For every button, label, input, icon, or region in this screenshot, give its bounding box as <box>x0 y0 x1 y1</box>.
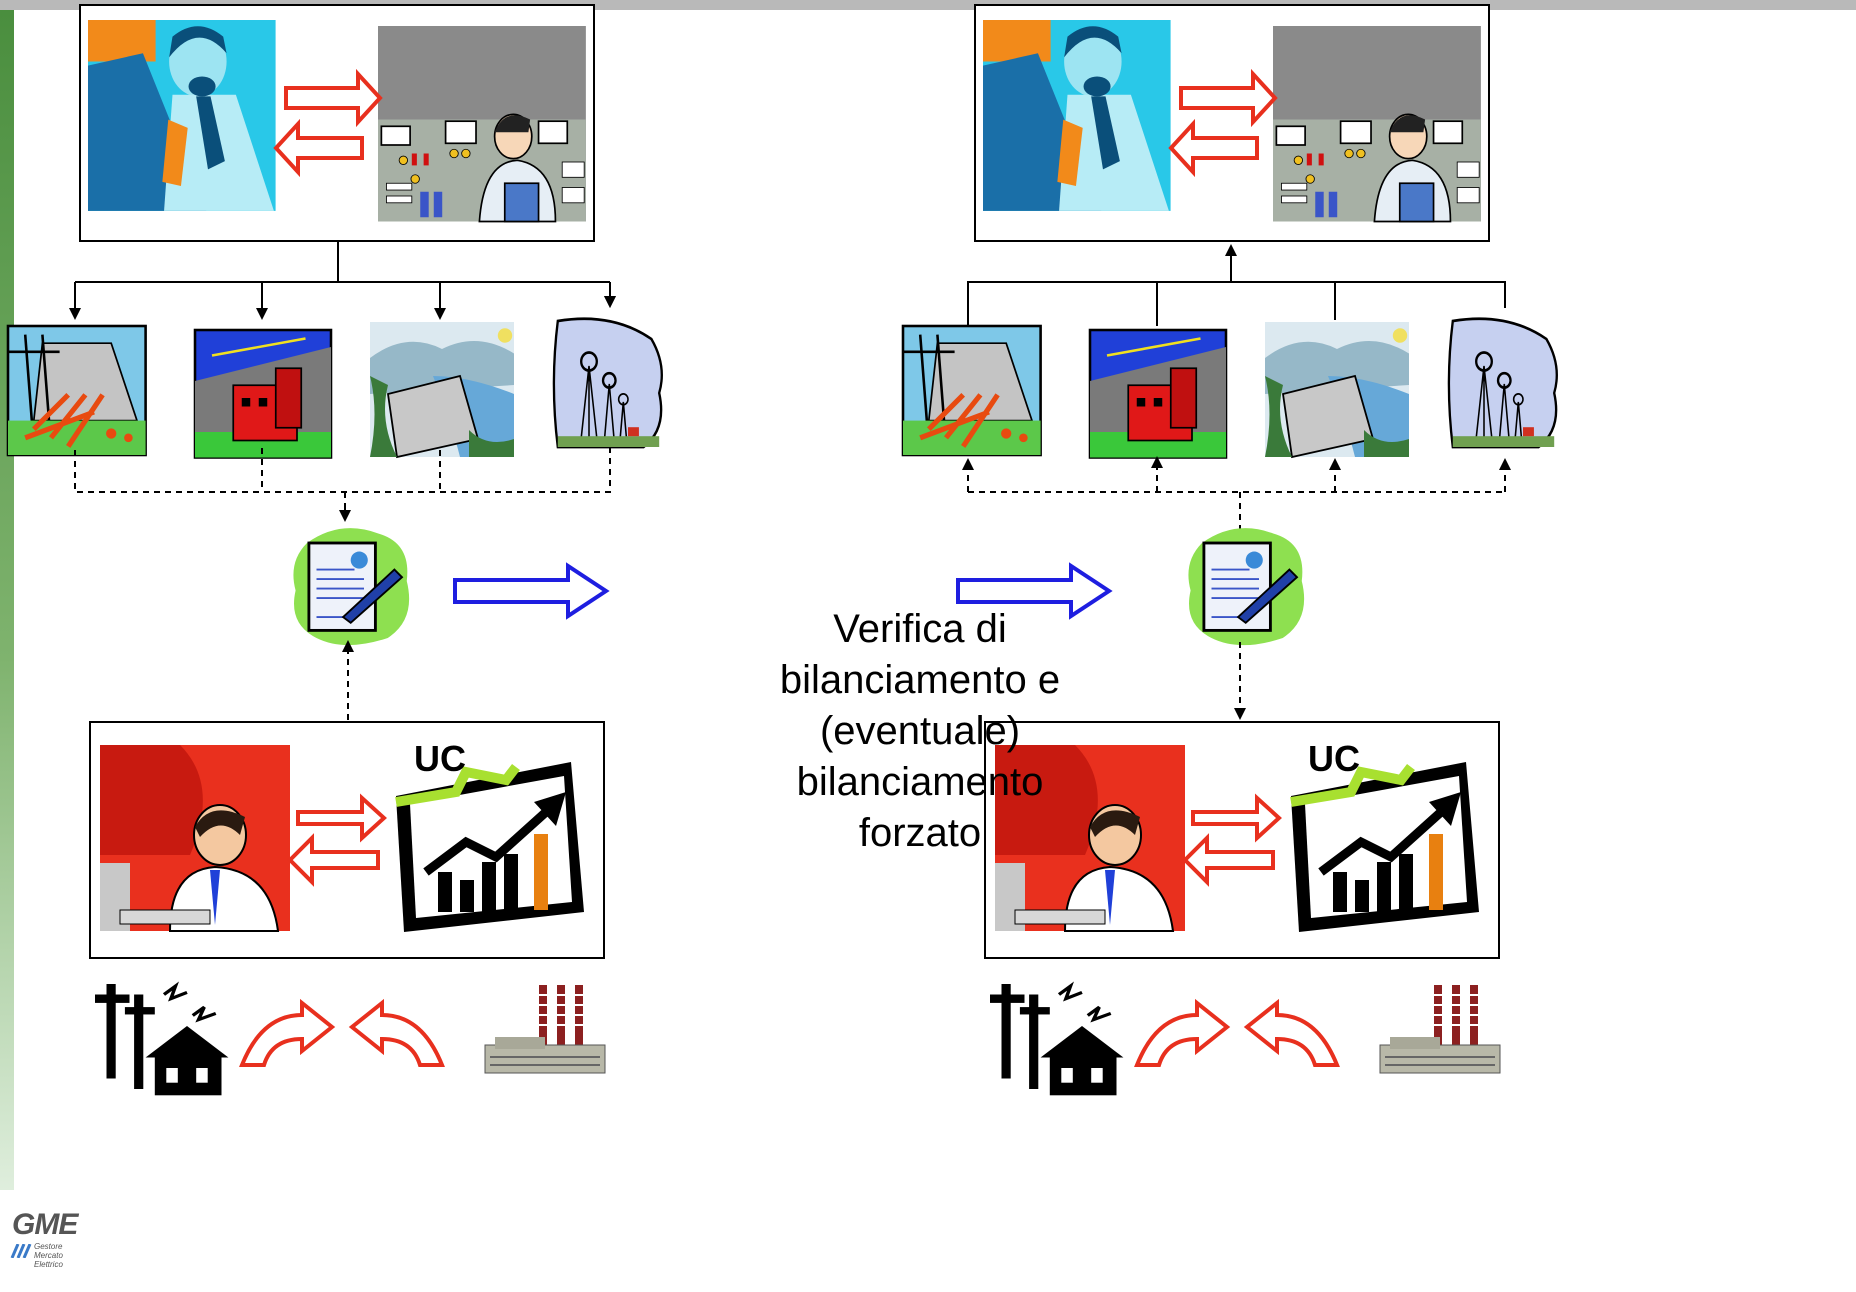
left-uc-label: UC <box>414 738 466 779</box>
right-arrow-to-trader <box>1168 118 1259 178</box>
caption-line-2: bilanciamento e <box>779 658 1061 702</box>
contract-icon-right <box>1187 526 1306 647</box>
power-plant-icon <box>8 326 146 455</box>
logo-name: Gestore Mercato Elettrico <box>34 1242 63 1269</box>
control-room-icon-right <box>1272 25 1482 223</box>
right-uc-label: UC <box>1308 738 1360 779</box>
call-center-icon <box>99 744 291 932</box>
center-caption: Verifica di bilanciamento e (eventuale) … <box>740 604 1100 859</box>
sidebar-green-strip <box>0 10 14 1190</box>
caption-line-5: forzato <box>858 811 982 855</box>
logo-swoosh-icon <box>10 1244 32 1258</box>
right-uc-arrow-left <box>1182 833 1275 887</box>
blue-arrow-left <box>453 562 610 620</box>
curved-red-arrows-right <box>1135 1001 1339 1067</box>
dam-icon <box>369 321 515 458</box>
trader-icon <box>88 20 276 211</box>
right-dashed-distribute <box>968 491 1505 530</box>
logo-name-line-1: Gestore <box>34 1242 63 1251</box>
logo-name-line-3: Elettrico <box>34 1260 63 1269</box>
left-arrow-to-trader <box>273 118 364 178</box>
trader-icon-right <box>983 20 1171 211</box>
caption-line-4: bilanciamento <box>796 760 1044 804</box>
caption-line-1: Verifica di <box>833 607 1007 651</box>
house-power-icon <box>193 328 333 459</box>
windmill-icon <box>552 317 664 449</box>
left-dashed-collect <box>74 448 611 516</box>
factory-icon-right <box>1379 984 1501 1074</box>
right-arrow-to-control <box>1179 68 1278 128</box>
curved-red-arrows <box>240 1001 444 1067</box>
factory-icon <box>484 984 606 1074</box>
house-power-icon-right <box>1088 328 1228 459</box>
contract-icon <box>292 526 411 647</box>
dam-icon-right <box>1264 321 1410 458</box>
control-room-icon <box>377 25 587 223</box>
pylon-house-icon <box>93 982 231 1098</box>
right-tree-lines <box>967 281 1506 326</box>
right-uc-arrow-right <box>1191 793 1282 843</box>
left-arrow-to-control <box>284 68 383 128</box>
pylon-house-icon-right <box>988 982 1126 1098</box>
left-tree-lines <box>74 241 610 318</box>
caption-line-3: (eventuale) <box>819 709 1021 753</box>
top-grey-bar <box>0 0 1856 10</box>
left-uc-arrow-right <box>296 793 387 843</box>
blue-arrow-right <box>956 562 1113 620</box>
power-plant-icon-right <box>903 326 1041 455</box>
windmill-icon-right <box>1447 317 1559 449</box>
logo-acronym: GME <box>12 1208 78 1241</box>
gme-logo: GME Gestore Mercato Elettrico <box>2 1208 78 1288</box>
left-uc-arrow-left <box>287 833 380 887</box>
logo-name-line-2: Mercato <box>34 1251 63 1260</box>
